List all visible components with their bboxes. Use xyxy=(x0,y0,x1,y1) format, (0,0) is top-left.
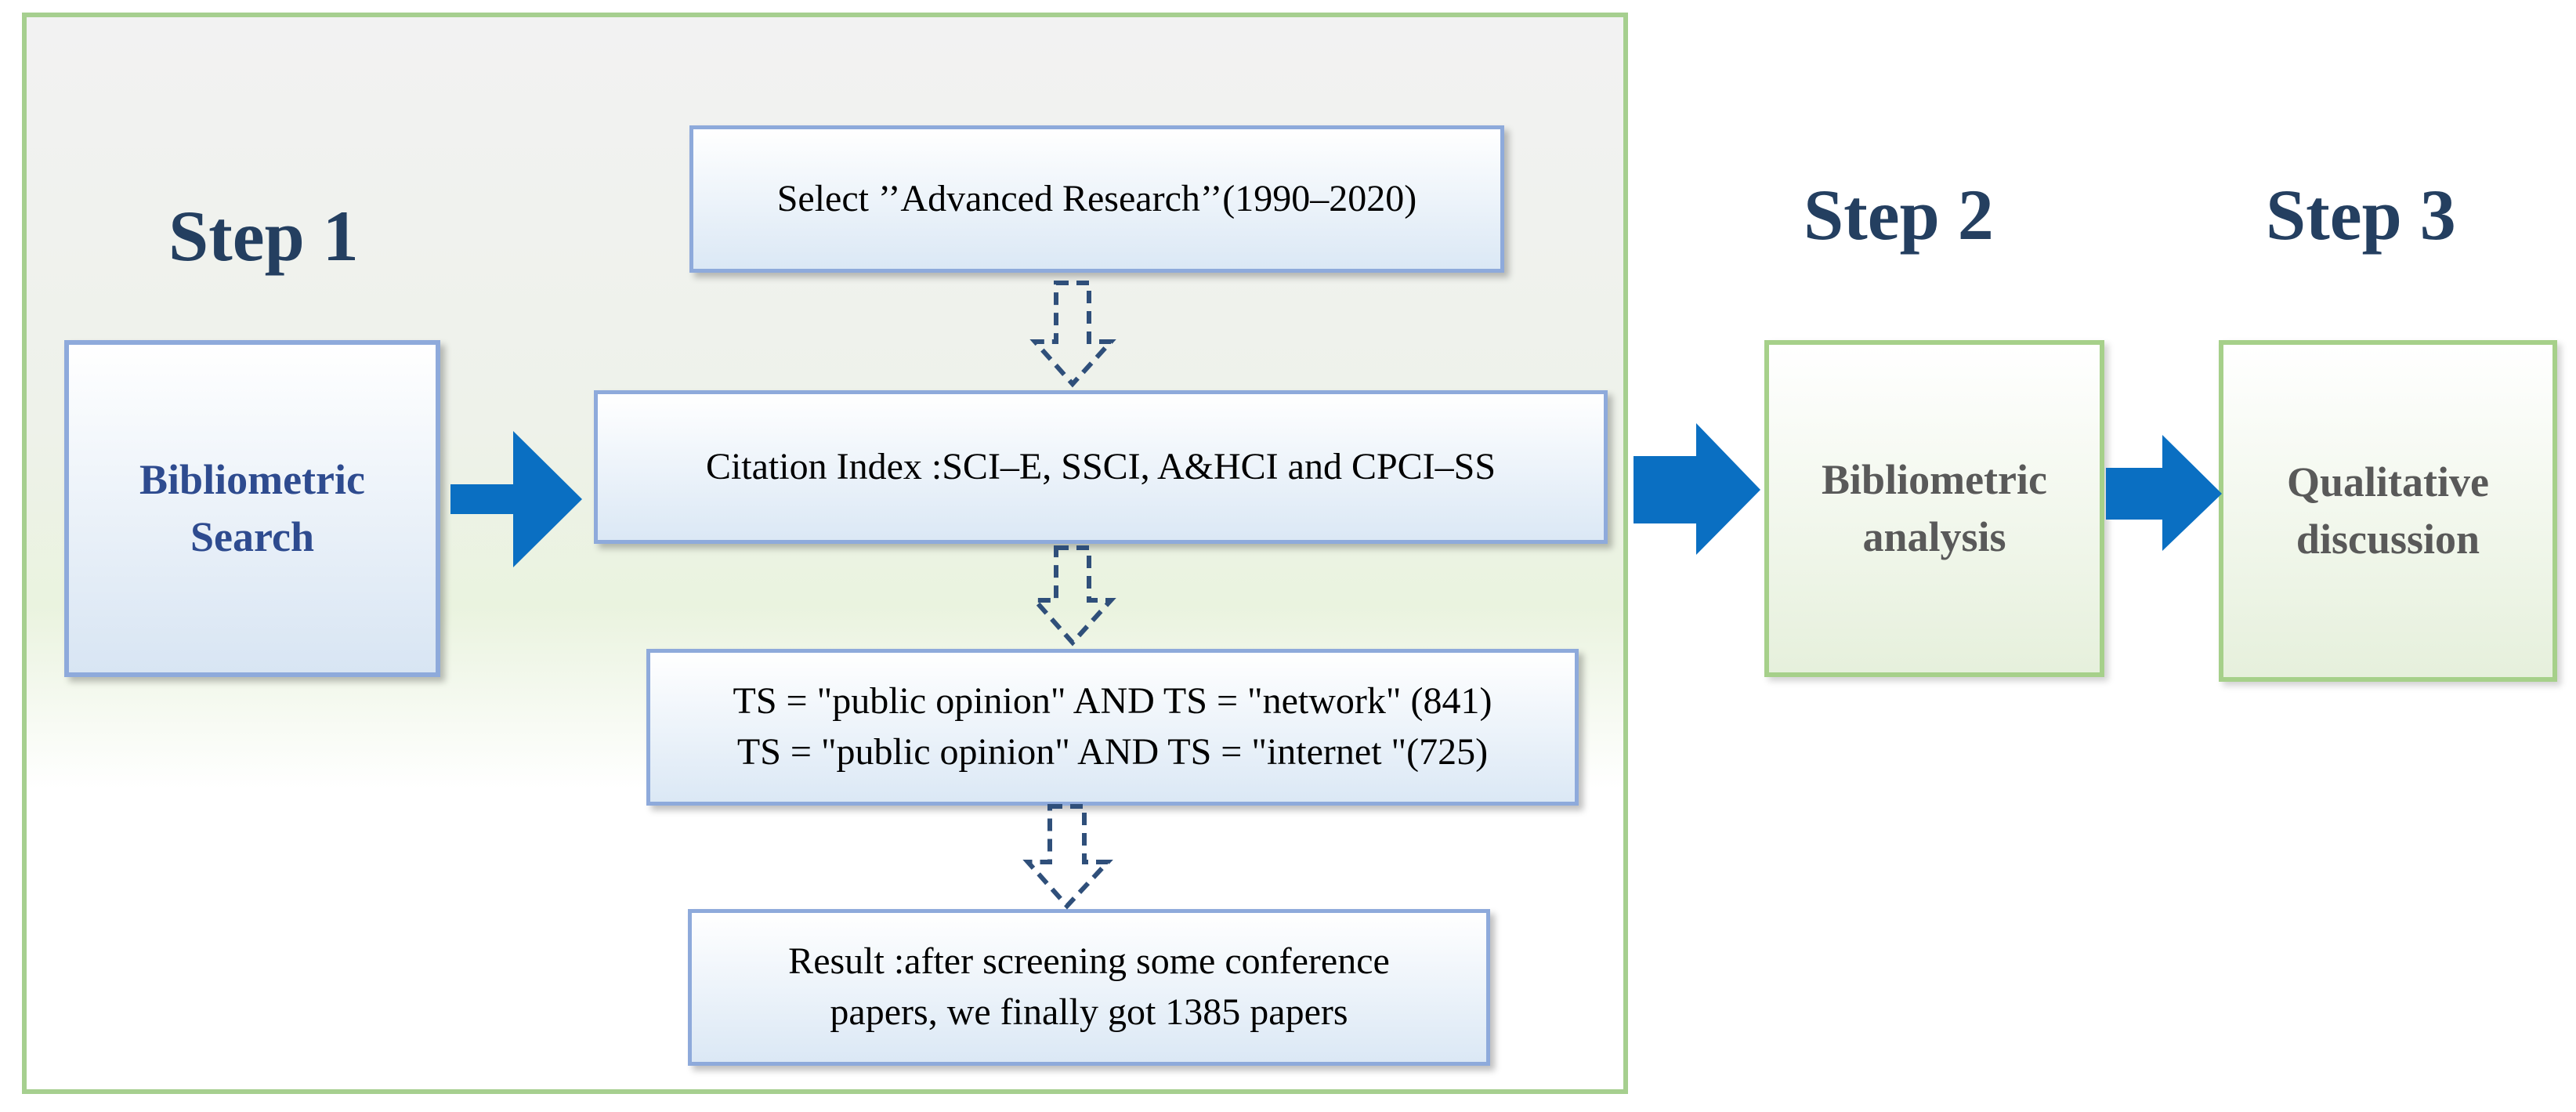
step2-to-step3-arrow-icon xyxy=(2106,435,2222,551)
qualitative-discussion-box: Qualitative discussion xyxy=(2219,340,2557,682)
search-query-line1: TS = "public opinion" AND TS = "network"… xyxy=(733,680,1492,723)
dashed-down-arrow-icon xyxy=(1022,804,1113,910)
qualitative-discussion-line2: discussion xyxy=(2296,516,2480,563)
dashed-down-arrow-icon xyxy=(1029,545,1116,647)
step1-to-step2-arrow-icon xyxy=(1634,423,1760,555)
search-to-citation-arrow-icon xyxy=(450,431,582,567)
select-advanced-research-box: Select ’’Advanced Research’’(1990–2020) xyxy=(689,125,1504,273)
bibliometric-search-line2: Search xyxy=(190,513,314,560)
bibliometric-analysis-box: Bibliometric analysis xyxy=(1764,340,2104,677)
bibliometric-search-box: Bibliometric Search xyxy=(64,340,440,677)
bibliometric-analysis-line1: Bibliometric xyxy=(1822,456,2047,504)
step2-title: Step 2 xyxy=(1804,175,1994,255)
result-line2: papers, we finally got 1385 papers xyxy=(830,991,1348,1033)
citation-index-box: Citation Index :SCI–E, SSCI, A&HCI and C… xyxy=(594,390,1608,544)
citation-index-text: Citation Index :SCI–E, SSCI, A&HCI and C… xyxy=(705,445,1496,487)
step3-title: Step 3 xyxy=(2266,175,2456,255)
select-advanced-research-text: Select ’’Advanced Research’’(1990–2020) xyxy=(776,177,1417,219)
result-box: Result :after screening some conference … xyxy=(688,909,1490,1066)
step1-title: Step 1 xyxy=(168,196,359,276)
search-query-box: TS = "public opinion" AND TS = "network"… xyxy=(646,649,1579,806)
dashed-down-arrow-icon xyxy=(1029,281,1116,388)
qualitative-discussion-line1: Qualitative xyxy=(2287,458,2489,506)
result-line1: Result :after screening some conference xyxy=(788,940,1390,983)
bibliometric-search-line1: Bibliometric xyxy=(139,456,365,504)
search-query-line2: TS = "public opinion" AND TS = "internet… xyxy=(736,731,1489,773)
bibliometric-analysis-line2: analysis xyxy=(1862,513,2006,560)
